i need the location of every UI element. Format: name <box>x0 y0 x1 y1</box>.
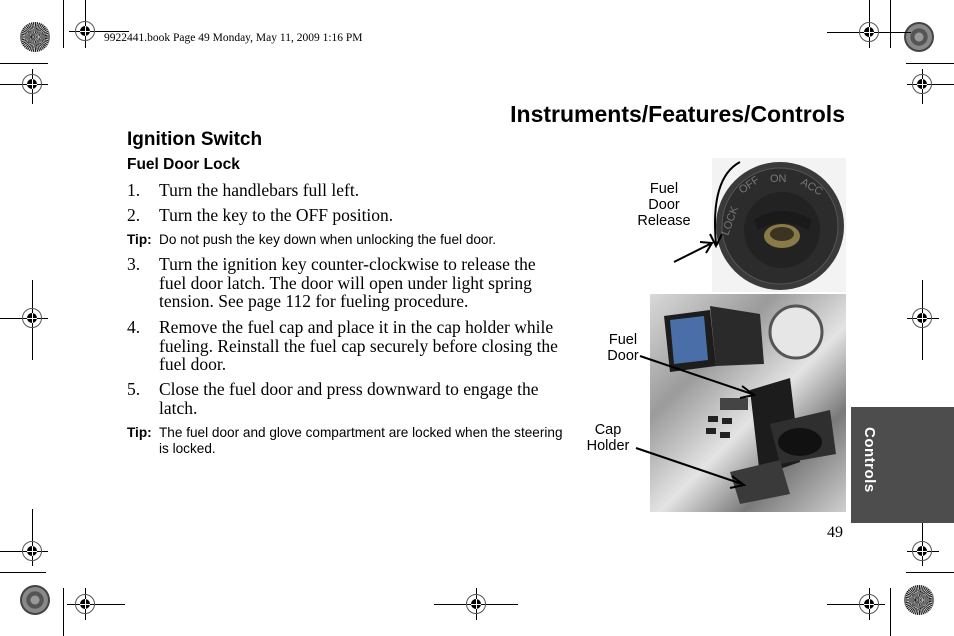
callout-line: Cap <box>594 422 622 438</box>
step-text: Remove the fuel cap and place it in the … <box>159 317 558 374</box>
callout-leader-lines <box>635 355 757 489</box>
callout-cap-holder: Cap Holder <box>582 422 634 454</box>
callout-line: Fuel <box>608 332 638 348</box>
step-5: 5. Close the fuel door and press downwar… <box>127 380 567 417</box>
section-title: Ignition Switch <box>127 129 263 150</box>
subsection-title: Fuel Door Lock <box>127 156 240 173</box>
tip-text: Do not push the key down when unlocking … <box>159 232 497 247</box>
callout-fuel-door-release: Fuel Door Release <box>632 181 696 229</box>
step-2: 2. Turn the key to the OFF position. <box>127 206 567 225</box>
trim-line <box>890 0 891 48</box>
trim-line <box>63 588 64 636</box>
ignition-switch-photo: LOCK OFF ON ACC <box>712 158 846 292</box>
print-rosette-bottom-left <box>20 585 50 615</box>
step-text: Turn the handlebars full left. <box>159 180 360 200</box>
step-1: 1. Turn the handlebars full left. <box>127 181 567 200</box>
print-slug: 9922441.book Page 49 Monday, May 11, 200… <box>104 32 363 44</box>
step-number: 1. <box>127 180 141 200</box>
step-number: 4. <box>127 317 141 337</box>
tip-1: Tip: Do not push the key down when unloc… <box>127 232 567 248</box>
trim-line <box>63 0 64 48</box>
rotation-arrow-icon <box>673 161 741 263</box>
step-3: 3. Turn the ignition key counter-clockwi… <box>127 255 567 311</box>
callout-line: Release <box>637 213 691 229</box>
tip-label: Tip: <box>127 232 152 247</box>
callout-line: Fuel <box>649 181 679 197</box>
trim-line <box>0 63 48 64</box>
page-number: 49 <box>827 524 843 541</box>
trim-line <box>906 63 954 64</box>
tip-text: The fuel door and glove compartment are … <box>159 425 563 456</box>
trim-line <box>890 588 891 636</box>
step-text: Turn the key to the OFF position. <box>159 205 394 225</box>
section-tab-controls[interactable]: Controls <box>851 407 954 523</box>
section-tab-label: Controls <box>861 427 878 493</box>
tip-label: Tip: <box>127 425 152 440</box>
callout-fuel-door: Fuel Door <box>603 332 643 364</box>
callout-line: Door <box>648 197 680 213</box>
print-rosette-top-right <box>904 22 934 52</box>
callout-line: Holder <box>586 438 630 454</box>
step-text: Close the fuel door and press downward t… <box>159 379 539 418</box>
fuel-door-photo <box>650 294 846 512</box>
trim-line <box>906 572 954 573</box>
print-rosette-bottom-right <box>904 585 934 615</box>
step-number: 5. <box>127 379 141 399</box>
trim-line <box>0 572 46 573</box>
tip-2: Tip: The fuel door and glove compartment… <box>127 425 567 457</box>
page-title: Instruments/Features/Controls <box>510 101 845 127</box>
print-rosette-top-left <box>20 22 50 52</box>
svg-text:ON: ON <box>770 173 787 185</box>
callout-line: Door <box>607 348 639 364</box>
step-4: 4. Remove the fuel cap and place it in t… <box>127 318 567 374</box>
step-number: 3. <box>127 254 141 274</box>
step-number: 2. <box>127 205 141 225</box>
step-text: Turn the ignition key counter-clockwise … <box>159 254 536 311</box>
